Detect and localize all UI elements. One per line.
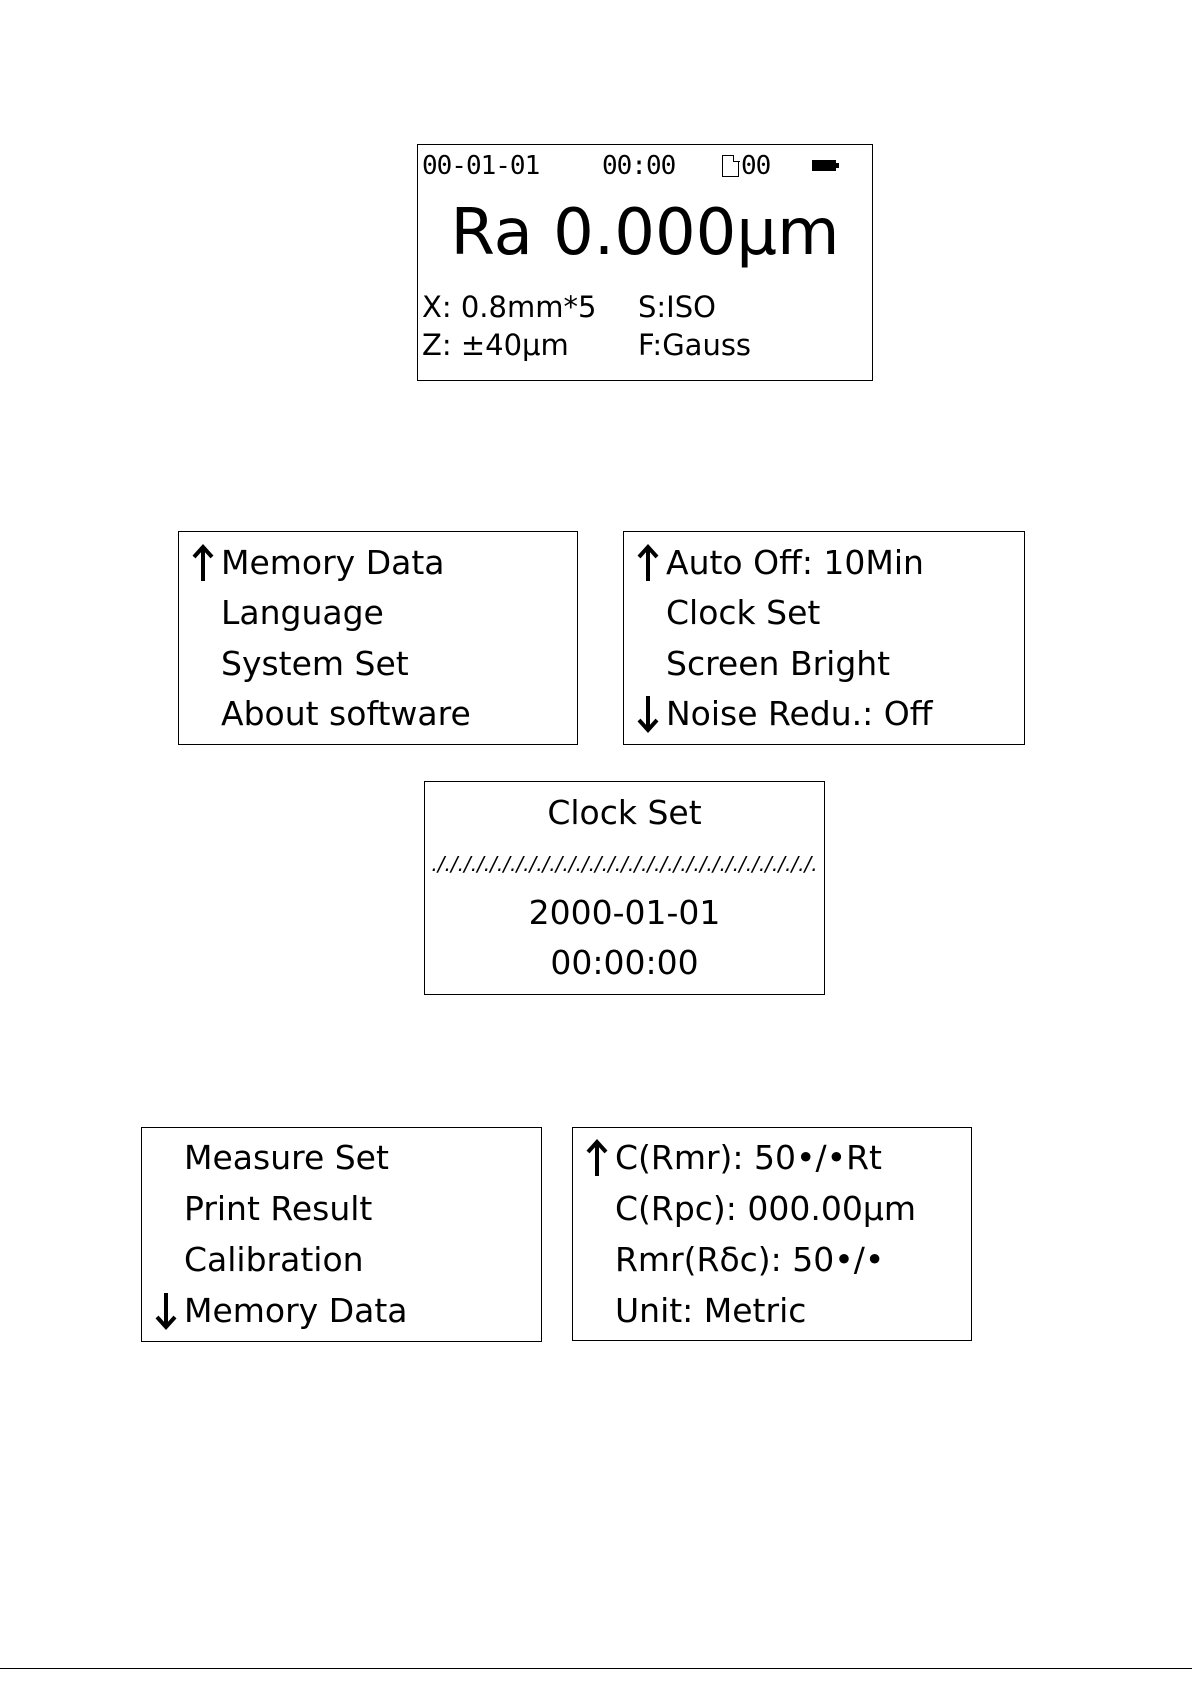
z-param: Z: ±40μm (422, 328, 569, 362)
measure-menu-screen: Measure Set Print Result Calibration Mem… (141, 1127, 542, 1342)
menu-item-clock-set[interactable]: Clock Set (624, 588, 1024, 638)
arrow-up-icon (637, 544, 659, 581)
parameter-set-screen: C(Rmr): 50•/•Rt C(Rpc): 000.00μm Rmr(Rδc… (572, 1127, 972, 1341)
menu-item-label: Unit: Metric (615, 1291, 807, 1330)
menu-item-label: Measure Set (184, 1138, 389, 1177)
menu-item-label: Calibration (184, 1240, 364, 1279)
menu-item-label: Memory Data (184, 1291, 408, 1330)
battery-icon (812, 160, 839, 171)
clock-set-title: Clock Set (547, 793, 702, 832)
menu-item-label: System Set (221, 644, 409, 683)
file-number: 00 (741, 151, 771, 181)
menu-item-label: Rmr(Rδc): 50•/• (615, 1240, 885, 1279)
menu-item-label: Screen Bright (666, 644, 891, 683)
clock-time-field[interactable]: 00:00:00 (550, 943, 699, 982)
system-set-screen: Auto Off: 10Min Clock Set Screen Bright … (623, 531, 1025, 745)
clock-set-screen: Clock Set ./././././././././././././././… (424, 781, 825, 995)
menu-item-language[interactable]: Language (179, 588, 577, 638)
measured-value: Ra 0.000μm (450, 196, 840, 270)
arrow-up-icon (192, 544, 214, 581)
standard-param: S:ISO (638, 290, 716, 324)
main-menu-screen: Memory Data Language System Set About so… (178, 531, 578, 745)
menu-item-label: Noise Redu.: Off (666, 694, 933, 733)
date-readout: 00-01-01 (422, 151, 540, 181)
menu-item-calibration[interactable]: Calibration (142, 1235, 541, 1285)
menu-item-c-rmr[interactable]: C(Rmr): 50•/•Rt (573, 1133, 971, 1183)
menu-item-label: Memory Data (221, 543, 445, 582)
menu-item-about-software[interactable]: About software (179, 689, 577, 739)
menu-item-rmr-rdc[interactable]: Rmr(Rδc): 50•/• (573, 1235, 971, 1285)
menu-item-label: Clock Set (666, 593, 821, 632)
menu-item-label: Print Result (184, 1189, 373, 1228)
time-readout: 00:00 (602, 151, 676, 181)
menu-item-label: Auto Off: 10Min (666, 543, 924, 582)
clock-date-field[interactable]: 2000-01-01 (528, 893, 721, 932)
menu-item-memory-data[interactable]: Memory Data (142, 1286, 541, 1336)
menu-item-memory-data[interactable]: Memory Data (179, 538, 577, 588)
separator-line: ././././././././././././././././././././… (431, 852, 818, 876)
x-param: X: 0.8mm*5 (422, 290, 597, 324)
menu-item-label: C(Rmr): 50•/•Rt (615, 1138, 882, 1177)
menu-item-unit[interactable]: Unit: Metric (573, 1286, 971, 1336)
arrow-up-icon (586, 1139, 608, 1176)
arrow-down-icon (637, 696, 659, 733)
menu-item-screen-bright[interactable]: Screen Bright (624, 639, 1024, 689)
main-measure-screen: 00-01-01 00:00 00 Ra 0.000μm X: 0.8mm*5 … (417, 144, 873, 381)
file-icon (722, 154, 740, 177)
page-bottom-divider (0, 1668, 1192, 1669)
menu-item-label: About software (221, 694, 471, 733)
menu-item-label: Language (221, 593, 384, 632)
menu-item-label: C(Rpc): 000.00μm (615, 1189, 917, 1228)
filter-param: F:Gauss (638, 328, 752, 362)
arrow-down-icon (155, 1293, 177, 1330)
menu-item-c-rpc[interactable]: C(Rpc): 000.00μm (573, 1184, 971, 1234)
menu-item-print-result[interactable]: Print Result (142, 1184, 541, 1234)
menu-item-noise-reduction[interactable]: Noise Redu.: Off (624, 689, 1024, 739)
menu-item-auto-off[interactable]: Auto Off: 10Min (624, 538, 1024, 588)
menu-item-system-set[interactable]: System Set (179, 639, 577, 689)
menu-item-measure-set[interactable]: Measure Set (142, 1133, 541, 1183)
